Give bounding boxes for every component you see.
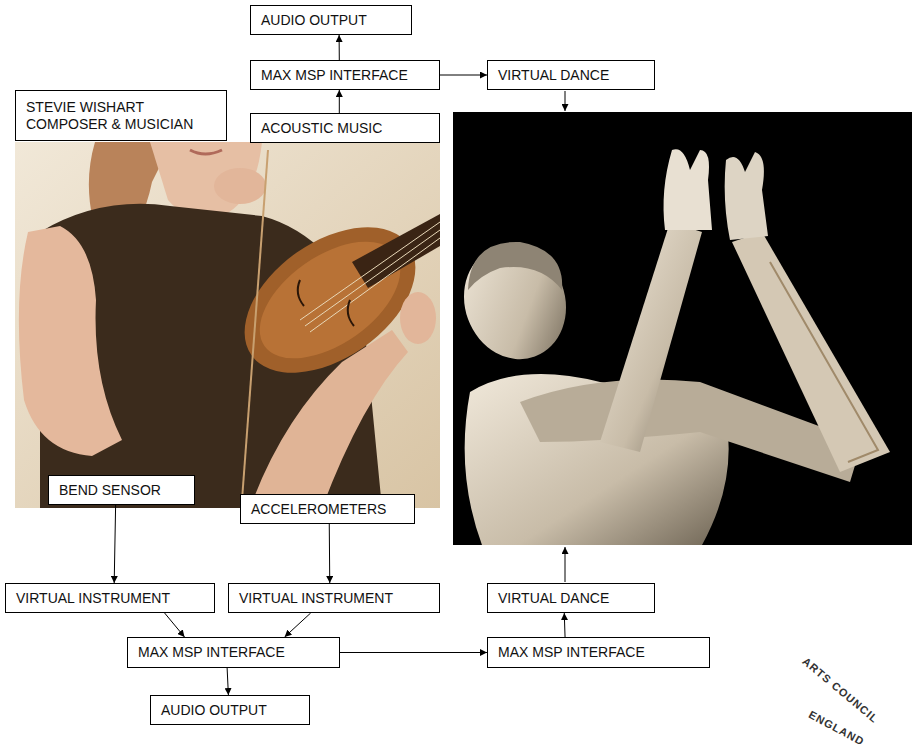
box-label: MAX MSP INTERFACE — [138, 644, 285, 661]
label-box: ACOUSTIC MUSIC — [250, 113, 440, 143]
pointer-arrow — [565, 547, 566, 582]
box-label: ACCELEROMETERS — [251, 501, 386, 518]
text-stack: VIRTUAL DANCE — [498, 590, 609, 607]
flow-arrow — [227, 668, 228, 695]
text-stack: MAX MSP INTERFACE — [138, 644, 285, 661]
label-box: VIRTUAL INSTRUMENT — [5, 583, 215, 613]
box-label: VIRTUAL DANCE — [498, 67, 609, 84]
label-box: STEVIE WISHART COMPOSER & MUSICIAN — [15, 90, 227, 141]
box-label: AUDIO OUTPUT — [261, 12, 367, 29]
text-stack: ACOUSTIC MUSIC — [261, 120, 382, 137]
box-label: AUDIO OUTPUT — [161, 702, 267, 719]
box-label: MAX MSP INTERFACE — [498, 644, 645, 661]
box-label: STEVIE WISHART COMPOSER & MUSICIAN — [26, 99, 216, 133]
pointer-arrow — [565, 91, 566, 111]
flow-arrow — [440, 75, 487, 76]
text-stack: MAX MSP INTERFACE — [261, 67, 408, 84]
flow-arrow — [165, 613, 185, 637]
text-stack: AUDIO OUTPUT — [161, 702, 267, 719]
label-box: VIRTUAL INSTRUMENT — [228, 583, 440, 613]
label-box: AUDIO OUTPUT — [150, 695, 310, 725]
flow-arrow — [329, 524, 331, 583]
box-label: BEND SENSOR — [59, 482, 161, 499]
label-box: BEND SENSOR — [48, 475, 195, 505]
box-label: MAX MSP INTERFACE — [261, 67, 408, 84]
text-stack: BEND SENSOR — [59, 482, 161, 499]
virtual-dancer-render — [448, 112, 912, 545]
logo-text: ENGLAND — [807, 708, 867, 747]
text-stack: AUDIO OUTPUT — [261, 12, 367, 29]
box-label: VIRTUAL INSTRUMENT — [239, 590, 393, 607]
label-box: ACCELEROMETERS — [240, 494, 415, 524]
text-stack: STEVIE WISHART COMPOSER & MUSICIAN — [26, 99, 216, 133]
flow-arrow — [564, 613, 566, 637]
box-label: VIRTUAL INSTRUMENT — [16, 590, 170, 607]
flow-arrow — [339, 35, 340, 60]
text-stack: VIRTUAL DANCE — [498, 67, 609, 84]
text-stack: VIRTUAL INSTRUMENT — [239, 590, 393, 607]
label-box: VIRTUAL DANCE — [487, 60, 655, 90]
box-label: VIRTUAL DANCE — [498, 590, 609, 607]
label-box: MAX MSP INTERFACE — [487, 637, 710, 668]
label-box: AUDIO OUTPUT — [250, 5, 412, 35]
musician-photo — [15, 142, 442, 508]
text-stack: ACCELEROMETERS — [251, 501, 386, 518]
text-stack: MAX MSP INTERFACE — [498, 644, 645, 661]
label-box: VIRTUAL DANCE — [487, 583, 655, 613]
label-box: MAX MSP INTERFACE — [127, 637, 340, 668]
flow-arrow — [114, 505, 115, 583]
text-stack: VIRTUAL INSTRUMENT — [16, 590, 170, 607]
flow-arrow — [340, 652, 487, 653]
box-label: ACOUSTIC MUSIC — [261, 120, 382, 137]
flow-arrow — [339, 90, 340, 113]
flow-arrow — [285, 613, 311, 637]
label-box: MAX MSP INTERFACE — [250, 60, 440, 90]
